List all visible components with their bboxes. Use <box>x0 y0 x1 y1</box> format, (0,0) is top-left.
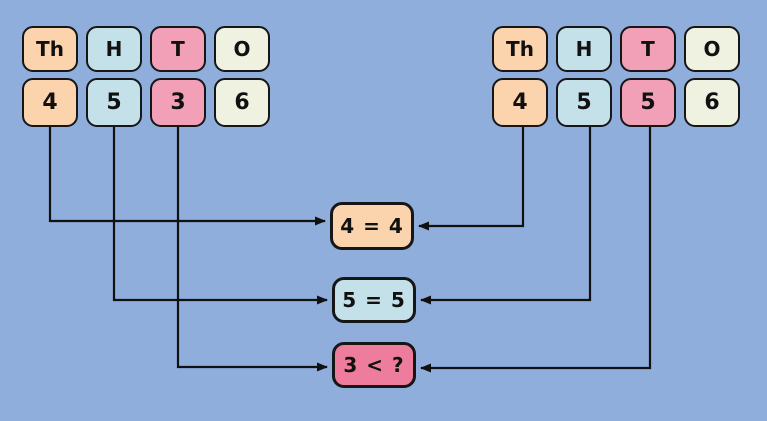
left-place-label-t: T <box>150 26 206 72</box>
left-digit-row: 4 5 3 6 <box>22 78 270 127</box>
arrow-left-thousands <box>48 127 326 226</box>
arrow-right-thousands <box>418 127 525 231</box>
arrow-right-hundreds <box>420 127 592 305</box>
right-place-label-th: Th <box>492 26 548 72</box>
arrow-right-tens <box>420 127 652 373</box>
right-digit-thousands: 4 <box>492 78 548 127</box>
right-digit-ones: 6 <box>684 78 740 127</box>
right-header-row: Th H T O <box>492 26 740 72</box>
left-header-row: Th H T O <box>22 26 270 72</box>
left-place-label-th: Th <box>22 26 78 72</box>
right-digit-hundreds: 5 <box>556 78 612 127</box>
right-number-group: Th H T O 4 5 5 6 <box>492 26 740 127</box>
left-digit-thousands: 4 <box>22 78 78 127</box>
right-digit-tens: 5 <box>620 78 676 127</box>
comparison-tens: 3 < ? <box>332 342 416 388</box>
right-place-label-h: H <box>556 26 612 72</box>
comparison-hundreds: 5 = 5 <box>332 277 416 323</box>
comparison-thousands: 4 = 4 <box>330 202 414 250</box>
arrow-left-hundreds <box>112 127 328 305</box>
left-number-group: Th H T O 4 5 3 6 <box>22 26 270 127</box>
arrow-left-tens <box>176 127 328 372</box>
right-digit-row: 4 5 5 6 <box>492 78 740 127</box>
right-place-label-o: O <box>684 26 740 72</box>
left-place-label-o: O <box>214 26 270 72</box>
left-digit-hundreds: 5 <box>86 78 142 127</box>
left-digit-ones: 6 <box>214 78 270 127</box>
left-place-label-h: H <box>86 26 142 72</box>
left-digit-tens: 3 <box>150 78 206 127</box>
right-place-label-t: T <box>620 26 676 72</box>
